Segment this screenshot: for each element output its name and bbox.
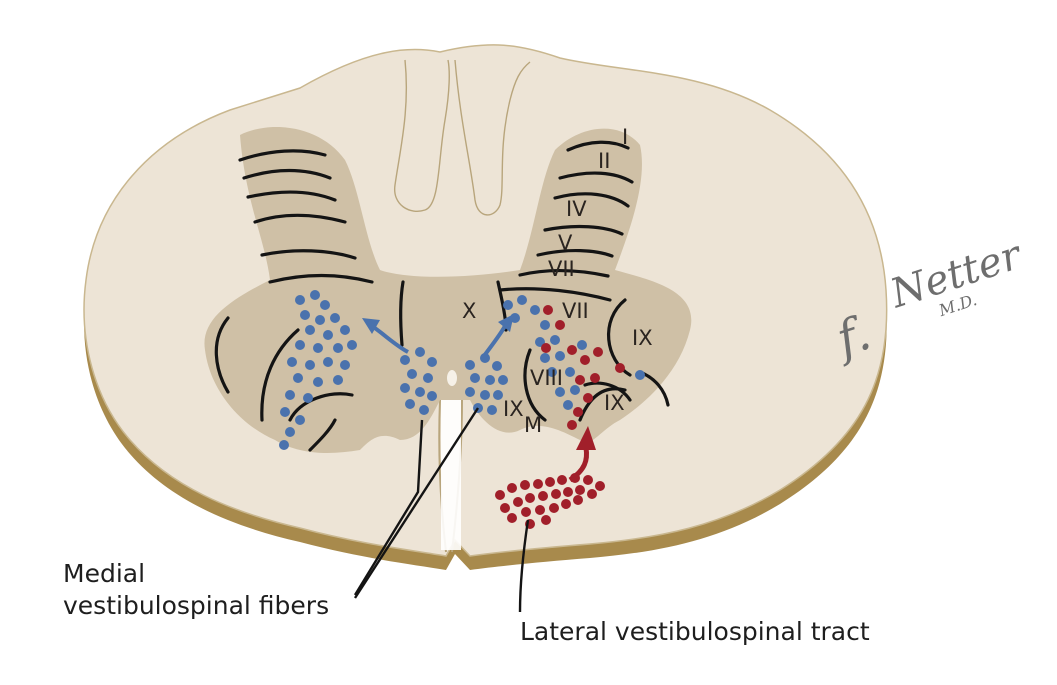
medial-fibers-left-cluster [279,290,357,450]
lamina-label-II: II [598,149,610,173]
lamina-label-V: V [558,231,573,255]
lamina-label-M: M [524,413,542,437]
lamina-label-IX-right-upper: IX [632,326,653,350]
lateral-tract-label: Lateral vestibulospinal tract [520,617,870,646]
lamina-label-VII-upper: VII [548,257,575,281]
lamina-label-IX-right-lower: IX [604,391,625,415]
lateral-tract [495,305,625,529]
lamina-boundaries [214,140,670,452]
medial-fibers-left-tract [400,347,437,415]
posterior-septum [394,59,531,216]
lamina-label-I: I [622,125,628,149]
lateral-leader [518,519,530,613]
lamina-label-IV: IV [566,197,587,221]
lateral-tract-arrow [568,447,590,483]
lamina-label-VII-lower: VII [562,299,589,323]
lamina-label-X: X [462,299,476,323]
medial-leader-right [353,407,480,599]
lamina-label-VIII: VIII [530,366,563,390]
medial-leader-left [353,419,424,596]
lateral-tract-fibers-gray [541,305,625,430]
medial-fibers-label-line2: vestibulospinal fibers [63,591,329,620]
medial-fibers [279,290,645,450]
lamina-labels: I II IV V VII X VII IX VIII IX IX M [462,125,653,437]
medial-arrow-right [482,325,507,358]
medial-fibers-label-line1: Medial [63,559,145,588]
central-canal [447,370,457,386]
lamina-label-IX-medial: IX [503,397,524,421]
leader-lines [353,407,530,613]
